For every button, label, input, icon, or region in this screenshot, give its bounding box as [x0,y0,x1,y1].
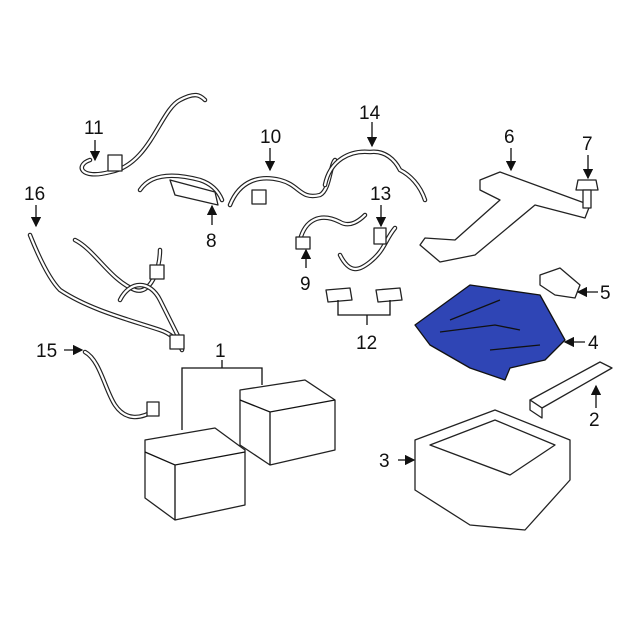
part-13-cable [337,225,398,272]
part-5-bracket [539,267,581,299]
leader-lines [30,122,602,466]
part-10-cable [227,157,338,208]
callout-1: 1 [215,341,226,362]
part-15-ground-cable [82,349,160,420]
callout-14: 14 [359,103,381,124]
callout-16: 16 [24,184,45,205]
part-6-support-bracket [419,171,591,263]
callout-7: 7 [582,134,593,155]
callout-4: 4 [588,333,599,354]
part-2-spacer [529,361,613,419]
part-1-battery-front [144,427,246,521]
part-14-cable [322,149,428,203]
callout-8: 8 [206,231,217,252]
callout-3: 3 [379,451,390,472]
callout-9: 9 [300,274,311,295]
callout-15: 15 [36,341,57,362]
callout-13: 13 [370,184,391,205]
part-11-battery-cable [79,92,208,177]
part-12-clips [325,287,403,303]
callout-6: 6 [504,127,515,148]
part-9-cable [295,212,368,250]
part-4-battery-cover-highlighted[interactable] [414,284,566,381]
callout-12: 12 [356,333,377,354]
callout-11: 11 [84,118,104,139]
callout-5: 5 [600,283,611,304]
part-3-battery-tray [414,409,571,531]
part-8-cable-bracket [137,173,225,206]
callout-10: 10 [260,127,281,148]
part-1-battery-rear [239,379,336,466]
part-16-wiring-harness [27,232,185,353]
part-7-bolt [575,179,599,209]
callout-2: 2 [589,410,600,431]
